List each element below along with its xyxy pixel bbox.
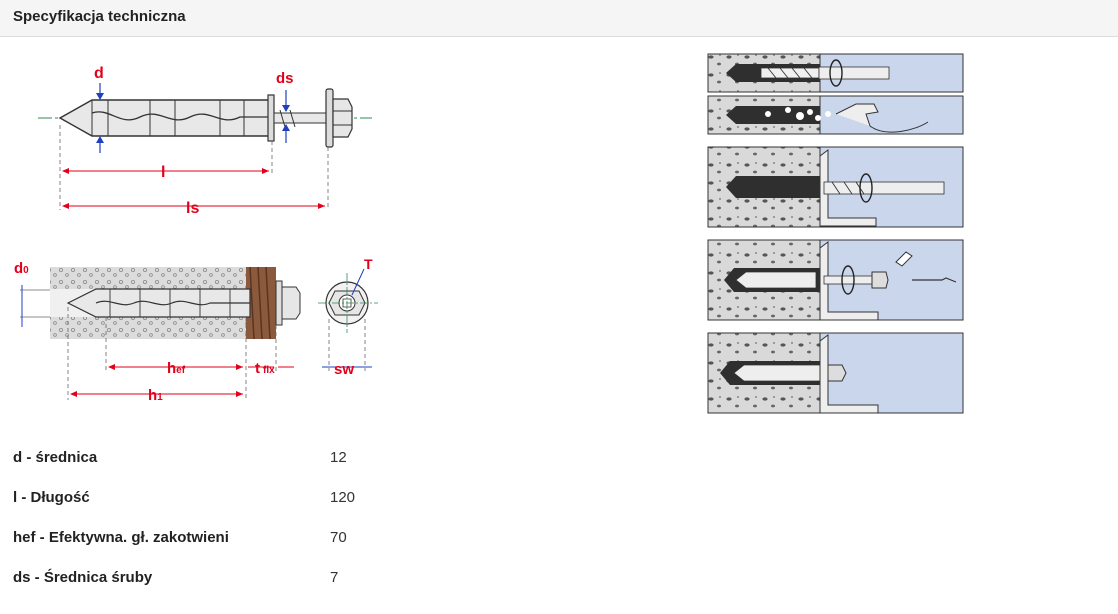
label-d0-sub: 0 xyxy=(23,265,29,276)
spec-value: 12 xyxy=(330,449,347,466)
spec-row: l - Długość 120 xyxy=(13,489,513,511)
label-T: T xyxy=(364,256,373,272)
label-sw: sw xyxy=(334,361,354,378)
label-ds: ds xyxy=(276,70,294,87)
spec-label: d - średnica xyxy=(13,449,98,466)
spec-label: hef - Efektywna. gł. zakotwieni xyxy=(13,529,229,546)
step-drill xyxy=(707,53,964,93)
spec-label: l - Długość xyxy=(13,489,90,506)
spec-label: ds - Średnica śruby xyxy=(13,569,153,586)
section-title: Specyfikacja techniczna xyxy=(13,8,186,25)
svg-text:hef: hef xyxy=(167,360,186,377)
label-h1-sub: 1 xyxy=(157,392,163,403)
label-hef-sub: ef xyxy=(176,365,186,376)
spec-value: 120 xyxy=(330,489,356,506)
label-tfix: t xyxy=(255,360,260,377)
spec-value: 7 xyxy=(330,569,339,586)
anchor-side-drawing: d ds l ls xyxy=(38,65,372,217)
svg-text:h1: h1 xyxy=(148,387,163,404)
section-header: Specyfikacja techniczna xyxy=(0,0,1118,37)
step-installed xyxy=(707,332,964,414)
label-tfix-sub: fix xyxy=(263,365,275,376)
step-drill-fixture xyxy=(707,146,964,228)
label-h1: h xyxy=(148,387,157,404)
label-d0: d xyxy=(14,260,23,277)
installation-steps xyxy=(707,53,964,414)
label-l: l xyxy=(161,164,165,181)
spec-row: d - średnica 12 xyxy=(13,449,513,471)
spec-row: hef - Efektywna. gł. zakotwieni 70 xyxy=(13,529,513,551)
svg-text:d0: d0 xyxy=(14,260,29,277)
step-set-anchor xyxy=(707,239,964,321)
label-ls: ls xyxy=(186,200,199,217)
spec-value: 70 xyxy=(330,529,347,546)
label-hef: h xyxy=(167,360,176,377)
step-clean xyxy=(707,95,964,135)
label-d: d xyxy=(94,65,104,82)
spec-row: ds - Średnica śruby 7 xyxy=(13,569,513,591)
